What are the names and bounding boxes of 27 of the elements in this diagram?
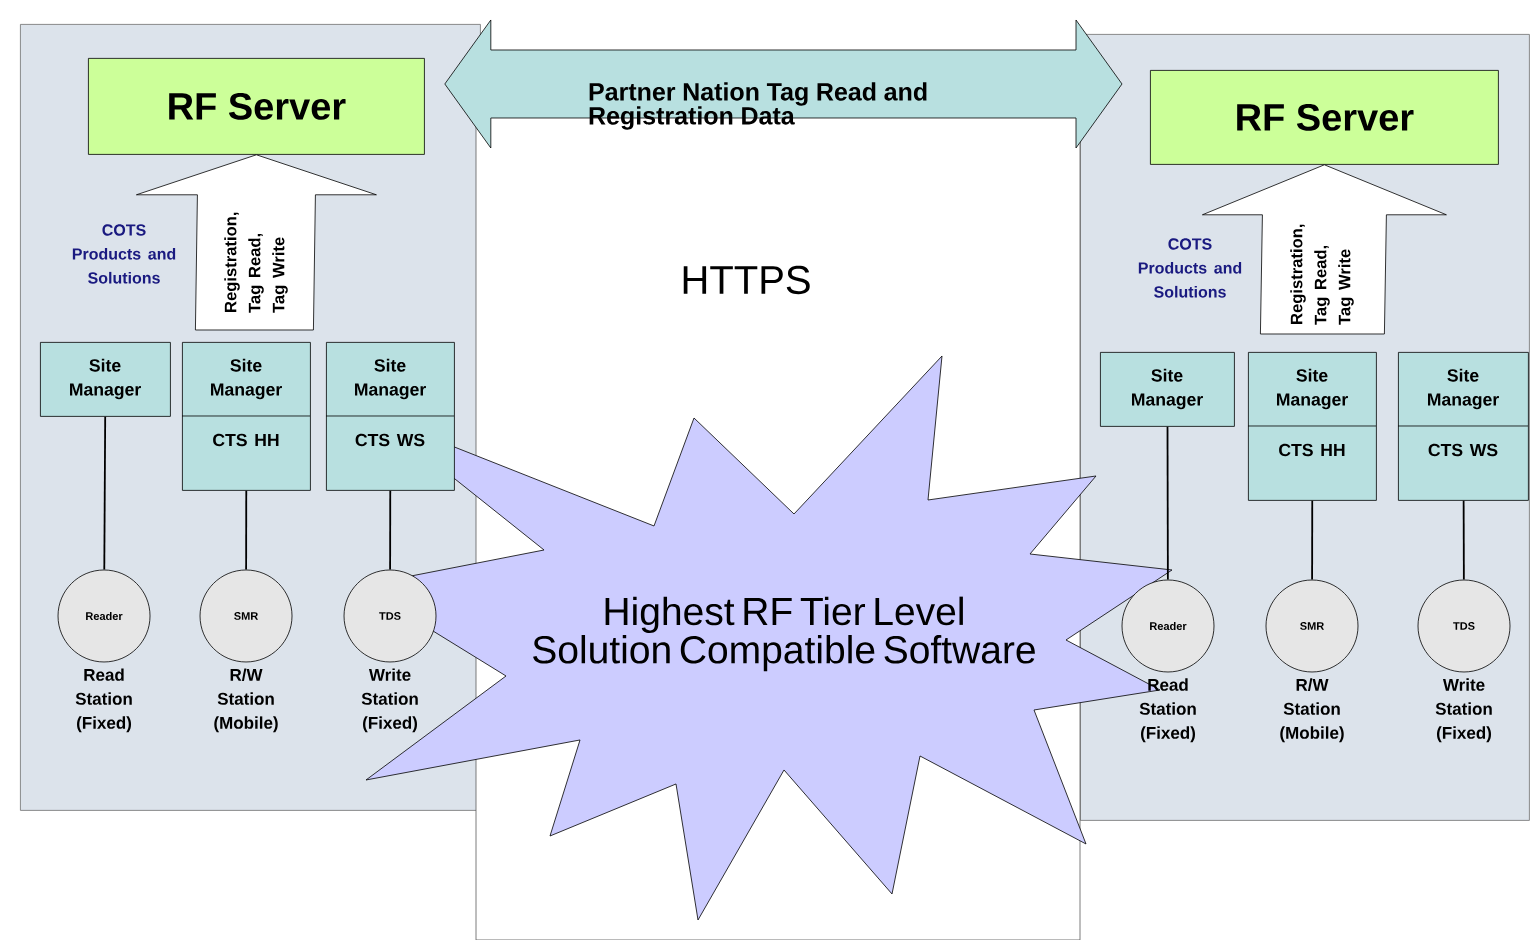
station-label: R/W Station (Mobile) <box>1280 678 1344 743</box>
server-box: RF Server <box>88 58 425 155</box>
connector-line <box>1166 425 1169 581</box>
component-box: Site Manager CTS HH <box>181 342 311 491</box>
station-label: R/W Station (Mobile) <box>214 668 278 733</box>
connector-line <box>245 489 248 571</box>
component-box: Site Manager <box>1100 352 1235 427</box>
station-label: Read Station (Fixed) <box>75 668 132 733</box>
edge-label: Registration, Tag Read, Tag Write <box>224 212 288 313</box>
block-arrow <box>444 19 1123 149</box>
server-box: RF Server <box>1150 70 1499 165</box>
station-label: Write Station (Fixed) <box>1435 678 1492 743</box>
connector-line <box>1311 499 1314 581</box>
connector-line <box>103 415 107 571</box>
component-box: Site Manager CTS WS <box>325 342 455 491</box>
component-box: Site Manager <box>40 342 171 417</box>
side-label: COTS Products and Solutions <box>1138 238 1242 298</box>
block-arrow <box>1202 164 1447 335</box>
connector-line <box>1462 499 1465 581</box>
connector-line <box>389 489 392 571</box>
block-arrow <box>136 154 377 331</box>
station-label: Write Station (Fixed) <box>361 668 418 733</box>
side-label: COTS Products and Solutions <box>72 224 176 284</box>
component-box: Site Manager CTS WS <box>1397 352 1529 501</box>
component-box: Site Manager CTS HH <box>1247 352 1377 501</box>
node-label: HTTPS <box>683 265 810 295</box>
edge-label: Registration, Tag Read, Tag Write <box>1290 224 1354 325</box>
